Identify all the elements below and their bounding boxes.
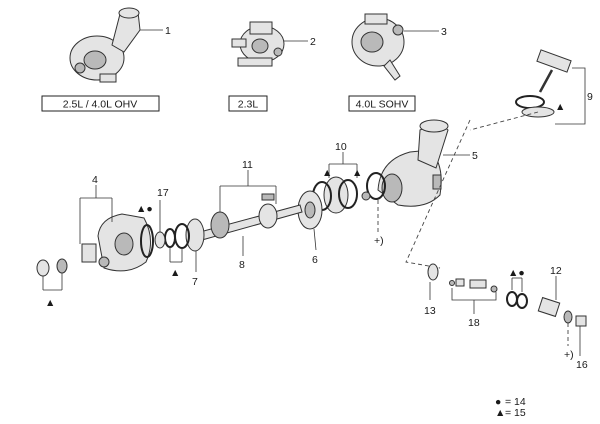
callout-3: 3: [441, 26, 447, 38]
callout-8: 8: [239, 259, 245, 271]
callout-6: 6: [312, 254, 318, 266]
part-17-seal: [154, 231, 166, 249]
callout-1: 1: [165, 25, 171, 37]
variant-label-1: 2.5L / 4.0L OHV: [63, 99, 138, 111]
callout-4: 4: [92, 174, 98, 186]
variant-label-box-2: [228, 95, 268, 112]
part-11-rotor: [210, 193, 278, 239]
variant-label-3: 4.0L SOHV: [356, 99, 409, 111]
callout-7: 7: [192, 276, 198, 288]
part-7-ring: [164, 218, 205, 252]
pump-variant-3-illustration: [351, 13, 405, 81]
callout-9: 9: [587, 91, 593, 103]
variant-label-2: 2.3L: [238, 99, 259, 111]
callout-10: 10: [335, 141, 347, 153]
torque-note-a: +): [374, 235, 384, 247]
part-18-valve: [449, 278, 498, 293]
callout-2: 2: [310, 36, 316, 48]
variant-label-box-3: [348, 95, 416, 112]
part-4-pump-body: [81, 213, 154, 272]
legend-text-circle: = 14: [505, 396, 526, 408]
callout-16: 16: [576, 359, 588, 371]
pump-variant-1-illustration: [69, 7, 141, 83]
torque-note-b: +): [564, 349, 574, 361]
callout-13: 12: [550, 265, 562, 277]
symbol-triangle-9: ▲: [555, 101, 565, 113]
part-12-fitting: [427, 263, 439, 281]
part-6-cam-ring: [297, 190, 323, 230]
callout-5: 5: [472, 150, 478, 162]
callout-11: 11: [242, 159, 253, 171]
symbol-triangle-nut: ▲: [45, 297, 55, 309]
symbol-triangle-7: ▲: [170, 267, 180, 279]
callout-12: 13: [424, 305, 436, 317]
legend-symbol-circle: ●: [495, 396, 501, 408]
symbol-triangle-10b: ▲: [352, 167, 362, 179]
symbol-triangle-circle-4: ▲●: [136, 203, 153, 215]
callout-18: 18: [468, 317, 480, 329]
symbol-triangle-circle-orings: ▲●: [508, 267, 525, 279]
part-13-connector: [537, 296, 587, 327]
part-5-reservoir: [377, 119, 449, 207]
pump-variant-2-illustration: [231, 21, 285, 67]
pulley-nut-washer: [36, 258, 68, 277]
legend-text-triangle: = 15: [505, 407, 526, 419]
callout-17: 17: [157, 187, 169, 199]
o-rings: [506, 291, 528, 309]
part-10-seals: [312, 172, 386, 214]
variant-label-box-1: [41, 95, 160, 112]
legend-symbol-triangle: ▲: [495, 407, 505, 419]
symbol-triangle-10a: ▲: [322, 167, 332, 179]
